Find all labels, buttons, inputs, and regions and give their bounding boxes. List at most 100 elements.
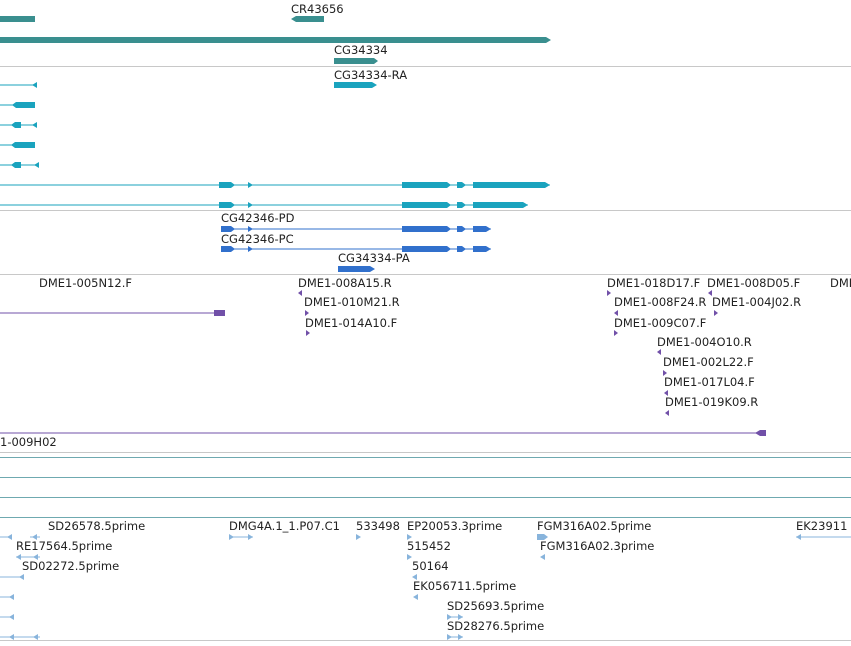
est-arrow[interactable] <box>413 594 418 600</box>
est-label: 50164 <box>412 559 449 573</box>
est-arrow[interactable] <box>412 574 417 580</box>
est-arrow[interactable] <box>16 554 21 560</box>
transcript-exon[interactable] <box>473 182 550 188</box>
est-arrow[interactable] <box>447 634 452 640</box>
est-label: SD25693.5prime <box>447 599 544 613</box>
transcript-exon[interactable] <box>473 202 528 208</box>
est-arrow[interactable] <box>248 534 253 540</box>
clone-arrow[interactable] <box>306 330 310 336</box>
clone-arrow[interactable] <box>663 370 667 376</box>
est-arrow[interactable] <box>540 554 545 560</box>
est-arrow[interactable] <box>407 554 412 560</box>
transcript-exon[interactable] <box>12 102 35 108</box>
protein-exon[interactable] <box>473 246 491 252</box>
est-arrow[interactable] <box>9 594 14 600</box>
est-label: 515452 <box>407 539 451 553</box>
gene-label-cg34334: CG34334 <box>334 43 388 57</box>
est-arrow[interactable] <box>458 614 463 620</box>
clone-track: DME1-005N12.F DME1-008A15.R DME1-010M21.… <box>0 276 851 453</box>
protein-exon[interactable] <box>221 246 235 252</box>
transcript-exon[interactable] <box>402 182 451 188</box>
transcript-exon[interactable] <box>11 142 35 148</box>
est-label: EK23911 <box>796 519 847 533</box>
est-arrow[interactable] <box>796 534 801 540</box>
gene-feature-cg34334[interactable] <box>334 58 378 64</box>
clone-label: DME1-004O10.R <box>657 335 752 349</box>
clone-label: DME1-010M21.R <box>304 295 400 309</box>
protein-label-pd: CG42346-PD <box>221 211 295 225</box>
gene-track: CR43656 CG34334 <box>0 2 851 67</box>
clone-arrow[interactable] <box>664 390 668 396</box>
protein-exon[interactable] <box>221 226 235 232</box>
protein-exon[interactable] <box>457 226 466 232</box>
est-arrow[interactable] <box>9 634 14 640</box>
transcript-exon[interactable] <box>11 162 21 168</box>
est-arrow[interactable] <box>7 534 12 540</box>
protein-cg34334-pa[interactable] <box>338 266 375 272</box>
transcript-exon[interactable] <box>219 202 235 208</box>
clone-label: DME1-004J02.R <box>712 295 801 309</box>
protein-exon[interactable] <box>402 226 451 232</box>
transcript-exon[interactable] <box>457 182 466 188</box>
transcript-exon[interactable] <box>32 122 37 128</box>
protein-label-pc: CG42346-PC <box>221 232 294 246</box>
protein-exon[interactable] <box>248 226 253 232</box>
clone-label: DME1-008F24.R <box>614 295 706 309</box>
est-arrow[interactable] <box>458 634 463 640</box>
est-arrow[interactable] <box>356 534 361 540</box>
clone-label: DME1-002L22.F <box>663 355 754 369</box>
est-label: 533498 <box>356 519 400 533</box>
transcript-exon[interactable] <box>11 122 21 128</box>
transcript-exon[interactable] <box>32 82 37 88</box>
est-label: SD28276.5prime <box>447 619 544 633</box>
transcript-cg34334-ra[interactable] <box>334 82 377 88</box>
clone-label: DME1-018D17.F <box>607 276 700 290</box>
gene-feature-long[interactable] <box>0 37 551 43</box>
clone-arrow[interactable] <box>298 290 302 296</box>
est-label: FGM316A02.5prime <box>537 519 651 533</box>
est-arrow[interactable] <box>33 634 38 640</box>
clone-arrow[interactable] <box>607 290 611 296</box>
clone-arrow[interactable] <box>614 310 618 316</box>
clone-end[interactable] <box>214 310 225 316</box>
clone-label: DME1-014A10.F <box>305 316 397 330</box>
est-arrow[interactable] <box>537 534 548 540</box>
clone-arrow[interactable] <box>657 349 661 355</box>
est-arrow[interactable] <box>407 534 412 540</box>
clone-arrow[interactable] <box>305 310 309 316</box>
gene-feature-left[interactable] <box>0 16 35 22</box>
transcript-exon[interactable] <box>457 202 466 208</box>
protein-label-pa: CG34334-PA <box>338 251 410 265</box>
est-arrow[interactable] <box>447 614 452 620</box>
clone-arrow[interactable] <box>714 310 718 316</box>
clone-label: DME1-009C07.F <box>614 316 706 330</box>
empty-tracks <box>0 457 851 518</box>
transcript-label-cg34334-ra: CG34334-RA <box>334 68 407 82</box>
clone-label: DME1-005N12.F <box>39 276 132 290</box>
est-label: RE17564.5prime <box>16 539 112 553</box>
est-arrow[interactable] <box>19 574 24 580</box>
clone-arrow[interactable] <box>665 410 669 416</box>
est-arrow[interactable] <box>33 554 38 560</box>
clone-end[interactable] <box>755 430 766 436</box>
protein-exon[interactable] <box>457 246 466 252</box>
transcript-exon[interactable] <box>34 162 39 168</box>
gene-feature-cr43656[interactable] <box>291 16 324 22</box>
clone-arrow[interactable] <box>614 330 618 336</box>
clone-arrow[interactable] <box>708 290 712 296</box>
est-arrow[interactable] <box>229 534 234 540</box>
clone-label: DME1-019K09.R <box>665 395 758 409</box>
transcript-exon[interactable] <box>248 182 253 188</box>
transcript-exon[interactable] <box>248 202 253 208</box>
transcript-exon[interactable] <box>402 202 451 208</box>
est-arrow[interactable] <box>9 614 14 620</box>
est-label: EK056711.5prime <box>413 579 516 593</box>
protein-exon[interactable] <box>402 246 451 252</box>
est-arrow[interactable] <box>32 534 37 540</box>
protein-exon[interactable] <box>248 246 253 252</box>
gene-label-cr43656: CR43656 <box>291 2 344 16</box>
transcript-exon[interactable] <box>219 182 235 188</box>
protein-exon[interactable] <box>473 226 491 232</box>
